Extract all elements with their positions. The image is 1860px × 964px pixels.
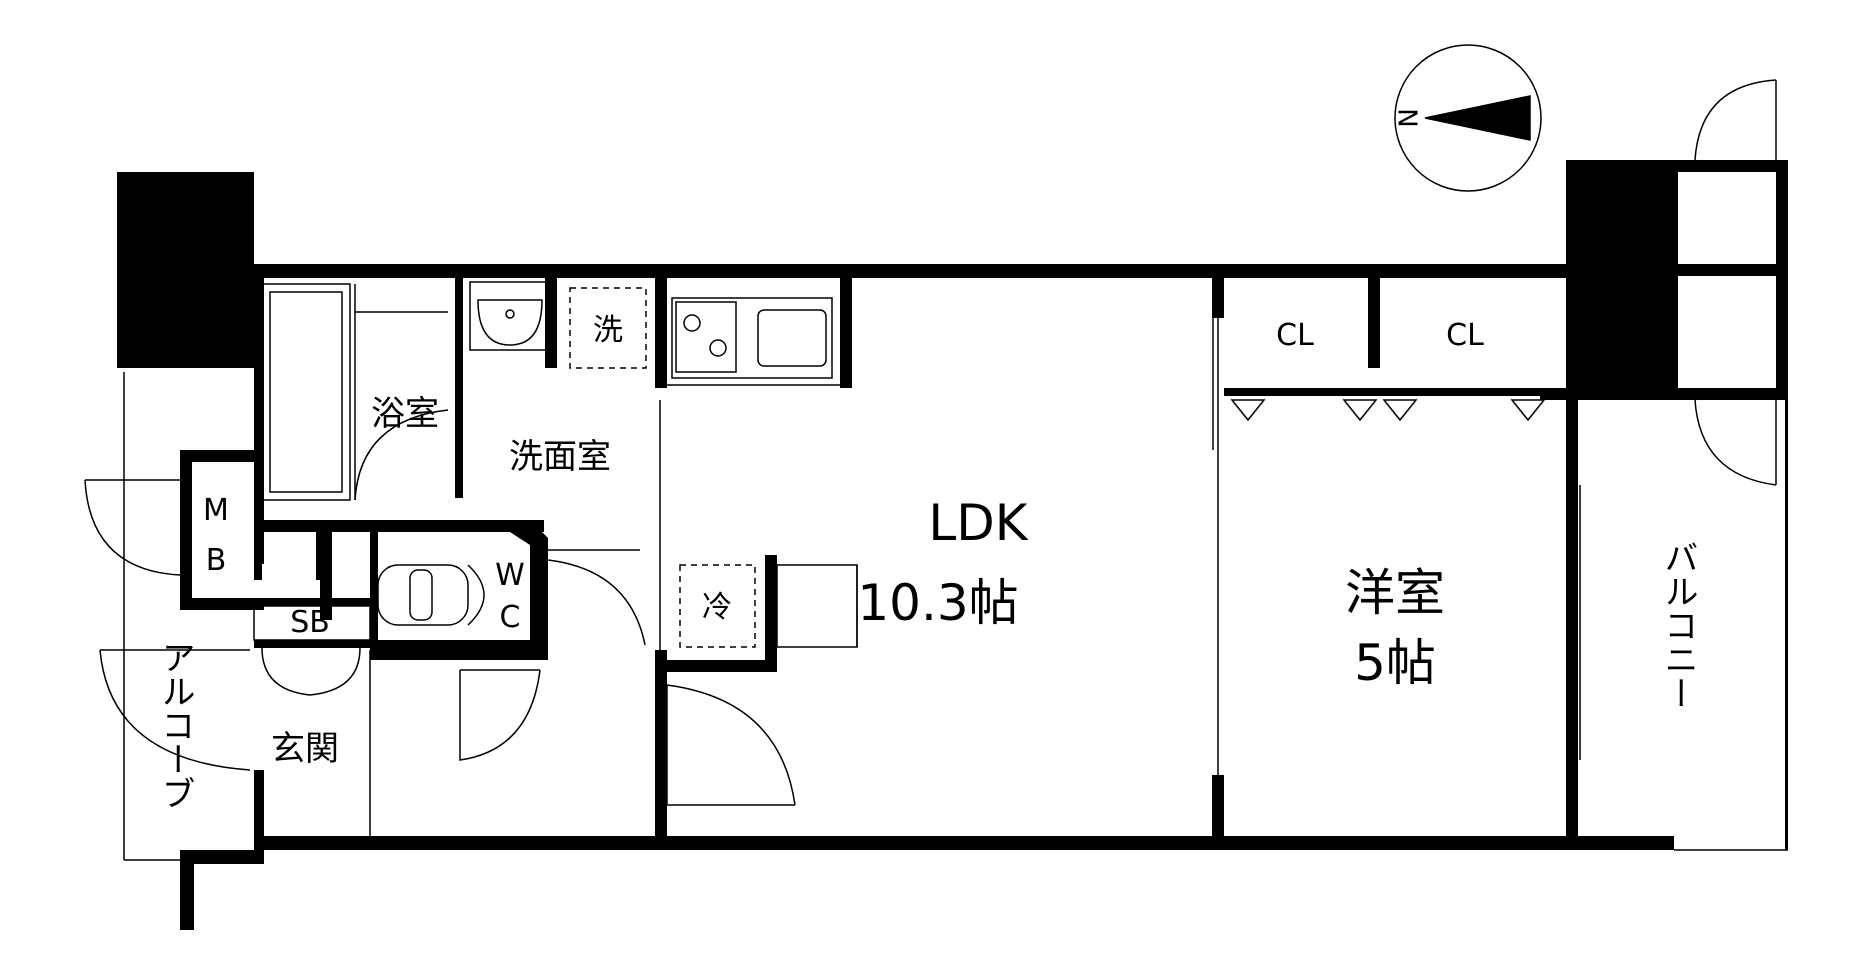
wall-closet-end [1540,388,1570,400]
wall-fridge-right [765,555,777,672]
wall-alcove-bottom [180,850,264,864]
wall-alcove-stub [180,850,194,930]
bathtub-inner [269,291,343,493]
wall-balcony-top [1678,264,1788,276]
wall-bottom [254,836,1674,850]
entrance-label: 玄関 [271,729,339,769]
balcony-railing [1785,400,1788,850]
ldk-name: LDK [928,494,1028,552]
column-left [117,172,254,368]
wall-closet-bottom [1224,388,1544,396]
toilet [377,564,469,626]
washroom-door-swing [547,559,646,646]
sb-door-1 [261,647,311,696]
washer-label: 洗 [593,313,623,348]
compass-needle [1425,96,1530,140]
counter-near-fridge [776,564,858,648]
entrance-door-swing [99,649,251,771]
column-right [1566,160,1678,400]
balcony-top-door [1694,79,1777,161]
kitchen-counter [671,297,833,379]
bath-door-swing [354,409,449,501]
mb-label-b: B [206,543,227,578]
wall-closet-divider [1368,278,1380,368]
stove-burner-2 [709,339,727,357]
wall-kitchen-left [655,278,667,388]
shoe-box [253,605,371,641]
compass: N [1392,44,1542,192]
toilet-bowl [467,564,485,626]
wall-divider-top [1212,278,1224,318]
wall-divider-bottom [1212,775,1224,850]
western-room-name: 洋室 [1345,564,1445,622]
wall-sb-bottom [254,640,374,648]
western-room-size: 5帖 [1354,634,1436,692]
mb-label-m: M [203,493,229,528]
wall-mb-left [180,450,192,610]
wc-door-swing [459,669,541,761]
sb-door-2 [309,647,361,696]
toilet-tank [409,569,433,621]
balcony-label: バルコニー [1658,540,1698,710]
wall-kitchen-right [840,278,852,388]
ldk-door-swing [666,684,796,806]
stove [675,301,737,373]
alcove-label: アルコーブ [155,640,195,810]
wall-wc-left [370,532,378,652]
balcony-side-door [1694,399,1777,486]
wall-top [254,264,1566,278]
wash-basin-bowl [477,299,543,346]
wc-label-c: C [500,600,521,635]
wall-mb-top [180,450,264,462]
wall-mb-right [254,520,262,580]
wall-wash-stub [545,278,557,368]
washroom-label: 洗面室 [509,437,611,477]
wash-basin [469,281,551,351]
wall-balcony-top-edge [1678,160,1788,172]
kitchen-sink [757,309,827,367]
mb-door-swing [84,479,181,576]
fridge-space [679,564,756,648]
wall-mb-mid [316,520,324,580]
compass-north-label: N [1392,108,1422,127]
wall-sb-top [254,598,374,606]
bath-label: 浴室 [371,394,439,434]
basin-drain [505,309,515,319]
washer-space [569,287,647,369]
closet-doors [1230,399,1546,422]
sb-label: SB [290,605,330,640]
wall-left-upper [254,264,264,564]
wall-kitchen-left-lower [655,650,667,850]
wall-balcony-top-right [1776,160,1788,276]
bathtub [261,283,351,501]
wall-fridge-bottom [667,660,777,672]
wc-label-w: W [495,558,525,593]
stove-burner-1 [683,314,701,332]
ldk-size: 10.3帖 [857,574,1018,632]
wall-bath-right [455,278,463,498]
wall-balcony-right-upper [1776,276,1788,400]
compass-ring [1394,44,1542,192]
closet-label-1: CL [1276,318,1314,353]
closet-label-2: CL [1446,318,1484,353]
wall-wc [320,520,548,660]
fridge-label: 冷 [702,590,732,625]
wall-mb-bottom [180,598,264,610]
wall-left-lower [254,770,264,850]
wall-balcony-mid [1678,388,1788,400]
